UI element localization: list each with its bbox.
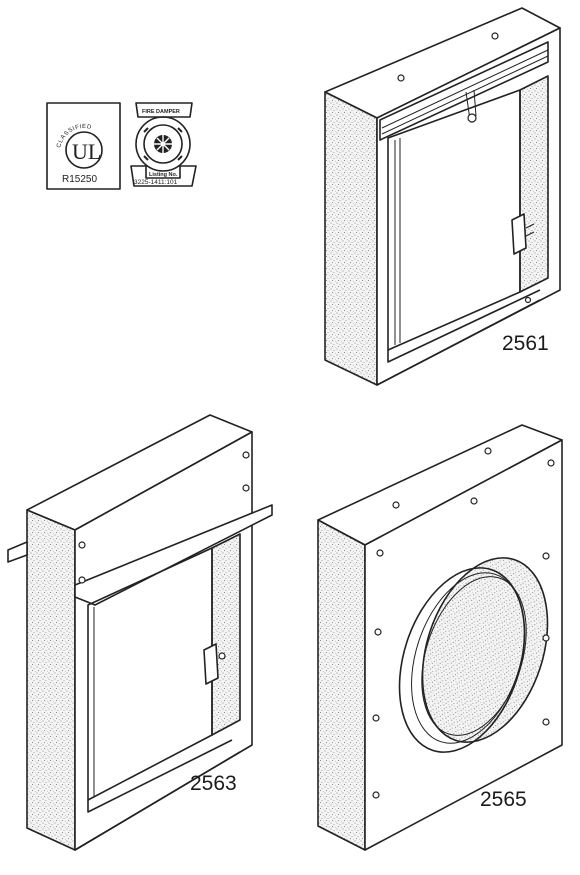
opening [87,547,213,801]
left-side-face [324,91,378,386]
ul-code: R15250 [62,174,97,185]
latch-icon [203,643,219,685]
seal-banner-text: FIRE DAMPER [142,109,180,115]
model-label-2561: 2561 [502,332,549,355]
left-side-face [317,519,366,851]
seal-listing-label: Listing No. [149,172,178,178]
ul-circle [65,131,103,169]
damper-2563: 2563 [7,414,273,851]
inner-right-side [519,75,549,293]
model-label-2563: 2563 [190,772,237,795]
ul-classified-logo: CLASSIFIED UL R15250 [46,102,121,190]
model-label-2565: 2565 [480,788,527,811]
seal-outer-ring [135,116,191,172]
csfm-seal: FIRE DAMPER Listing No. 3225-1411:101 [130,102,197,187]
latch-icon [511,213,527,255]
collar-inner-ring [411,572,525,744]
seal-listing-number: 3225-1411:101 [134,179,178,186]
seal-inner-ring [143,124,183,164]
damper-2565: 2565 [317,424,563,851]
collar-interior [421,557,549,743]
left-side-face [26,509,76,851]
inner-right-side [211,533,241,736]
opening [387,89,521,351]
seal-emblem-icon [143,127,183,161]
seal-ribbon [130,165,197,187]
seal-banner [135,102,193,118]
damper-2561: 2561 [324,7,561,386]
ul-logo-border [46,102,121,190]
mounting-flange [74,504,273,606]
left-flange-tab [7,541,28,563]
ul-mark: UL [72,139,101,164]
